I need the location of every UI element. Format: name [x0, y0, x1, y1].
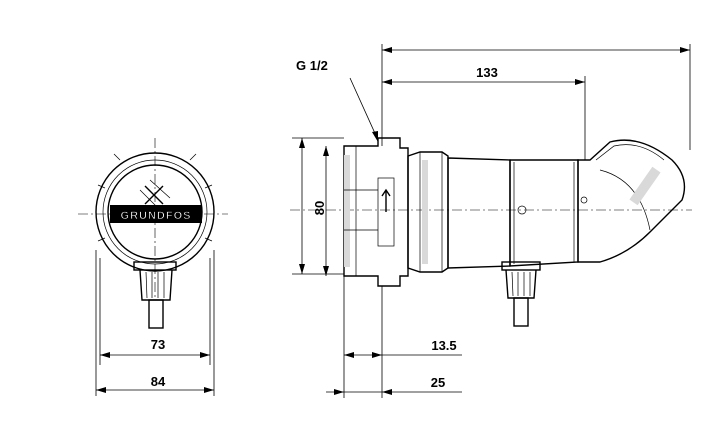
front-housing-ring: [102, 159, 208, 265]
front-plug-body: [139, 269, 173, 301]
side-plug-base: [501, 261, 541, 271]
dim-offset-25: 25: [431, 375, 445, 390]
front-dimensions: 73 84: [95, 250, 215, 396]
front-view: GRUNDFOS: [78, 138, 228, 329]
dim-height-80: 80: [312, 201, 327, 215]
side-plug-body: [505, 269, 537, 299]
dim-diameter-84: 84: [151, 374, 166, 389]
connector-shading: [344, 155, 350, 267]
dim-diameter-73: 73: [151, 337, 165, 352]
valve-connector-body: [343, 137, 409, 287]
grundfos-symbol-icon: [139, 179, 171, 209]
motor-rear-section: [509, 159, 579, 267]
motor-screw-icon: [517, 205, 527, 215]
dim-offset-13-5: 13.5: [431, 338, 456, 353]
angled-end-cap: [577, 139, 686, 263]
dim-length-133: 133: [476, 65, 498, 80]
thread-label: G 1/2: [296, 58, 328, 73]
motor-front-section: [447, 157, 511, 269]
side-plug-ribs: [511, 271, 531, 297]
front-cable: [148, 299, 164, 329]
front-plug-base: [133, 261, 177, 271]
side-cable: [513, 297, 529, 327]
flow-window: [377, 177, 395, 247]
logo-band: [110, 205, 202, 223]
side-dimensions: G 1/2 133 80 13.5: [292, 44, 691, 398]
flow-arrow-icon: [381, 188, 391, 212]
rear-screw-icon: [580, 196, 588, 204]
front-outer-housing: [95, 152, 215, 272]
front-plug-ribs: [145, 271, 165, 299]
side-view: [290, 137, 692, 327]
front-ring-knurls: [97, 153, 213, 242]
brand-logo-text: GRUNDFOS: [121, 210, 192, 222]
thread-leader: [349, 77, 379, 141]
